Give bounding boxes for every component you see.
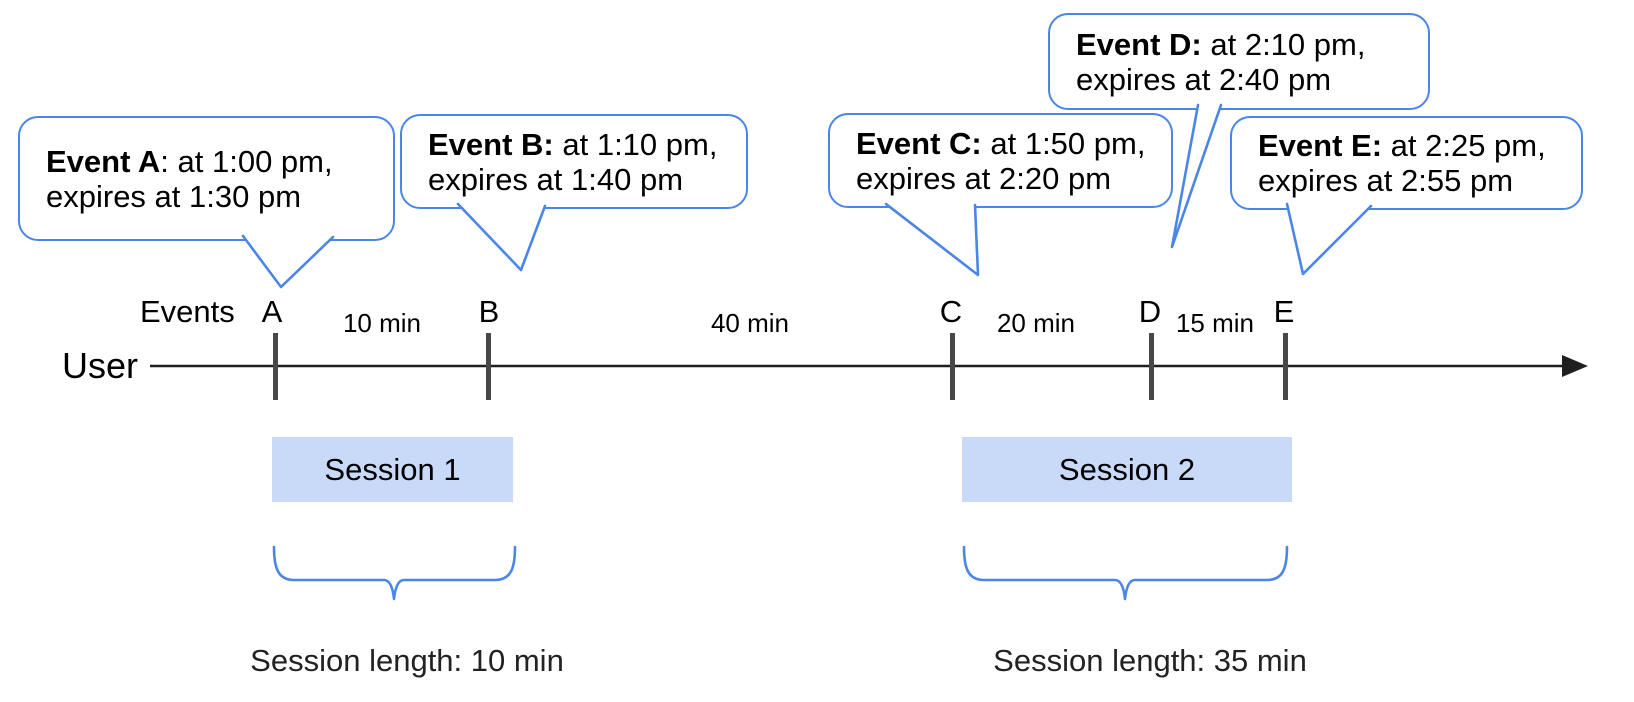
interval-b-c: 40 min: [710, 308, 790, 338]
event-b-title: Event B:: [428, 126, 554, 162]
event-b-time: at 1:10 pm,: [553, 126, 718, 162]
event-a-line1: Event A: at 1:00 pm,: [46, 144, 393, 179]
event-b-bubble-tail: [456, 202, 547, 272]
tick-a: [273, 333, 278, 400]
event-d-line1: Event D: at 2:10 pm,: [1076, 27, 1428, 62]
event-e-bubble: Event E: at 2:25 pm, expires at 2:55 pm: [1230, 116, 1583, 210]
event-e-line1: Event E: at 2:25 pm,: [1258, 128, 1581, 163]
event-d-time: at 2:10 pm,: [1201, 26, 1366, 62]
event-d-title: Event D:: [1076, 26, 1202, 62]
event-letter-e: E: [1273, 294, 1295, 329]
session-2-length: Session length: 35 min: [993, 643, 1307, 678]
event-a-title: Event A: [46, 143, 161, 179]
event-letter-a: A: [261, 294, 283, 329]
events-label: Events: [140, 294, 235, 329]
event-a-bubble-tail: [241, 234, 335, 289]
interval-d-e: 15 min: [1175, 308, 1255, 338]
interval-c-d: 20 min: [996, 308, 1076, 338]
event-letter-b: B: [478, 294, 500, 329]
event-letter-c: C: [939, 294, 963, 329]
session-1-brace: [272, 545, 517, 601]
event-c-time: at 1:50 pm,: [981, 125, 1146, 161]
event-b-line1: Event B: at 1:10 pm,: [428, 127, 746, 162]
session-1-label: Session 1: [324, 451, 461, 487]
session-2-brace: [962, 545, 1289, 601]
event-c-bubble: Event C: at 1:50 pm, expires at 2:20 pm: [828, 113, 1173, 208]
event-d-expiry: expires at 2:40 pm: [1076, 61, 1332, 97]
event-c-bubble-tail: [884, 202, 980, 277]
event-b-bubble: Event B: at 1:10 pm, expires at 1:40 pm: [400, 114, 748, 209]
event-d-bubble: Event D: at 2:10 pm, expires at 2:40 pm: [1048, 13, 1430, 110]
event-e-title: Event E:: [1258, 128, 1383, 163]
event-a-expiry: expires at 1:30 pm: [46, 178, 302, 214]
tick-e: [1283, 333, 1288, 400]
arrowhead-icon: [1562, 355, 1588, 377]
event-e-bubble-tail: [1285, 202, 1373, 276]
event-letter-d: D: [1138, 294, 1162, 329]
event-c-line1: Event C: at 1:50 pm,: [856, 126, 1171, 161]
event-c-expiry: expires at 2:20 pm: [856, 160, 1112, 196]
interval-a-b: 10 min: [342, 308, 422, 338]
event-a-bubble: Event A: at 1:00 pm, expires at 1:30 pm: [18, 116, 395, 241]
session-1-bar: Session 1: [272, 437, 513, 502]
event-e-expiry: expires at 2:55 pm: [1258, 163, 1514, 198]
event-d-bubble-tail: [1170, 103, 1223, 249]
event-a-time: : at 1:00 pm,: [160, 143, 333, 179]
tick-b: [486, 333, 491, 400]
event-e-time: at 2:25 pm,: [1382, 128, 1546, 163]
session-2-bar: Session 2: [962, 437, 1292, 502]
tick-c: [950, 333, 955, 400]
event-b-expiry: expires at 1:40 pm: [428, 161, 684, 197]
session-1-length: Session length: 10 min: [250, 643, 564, 678]
user-label: User: [62, 345, 139, 386]
event-c-title: Event C:: [856, 125, 982, 161]
tick-d: [1149, 333, 1154, 400]
session-2-label: Session 2: [1058, 451, 1196, 487]
